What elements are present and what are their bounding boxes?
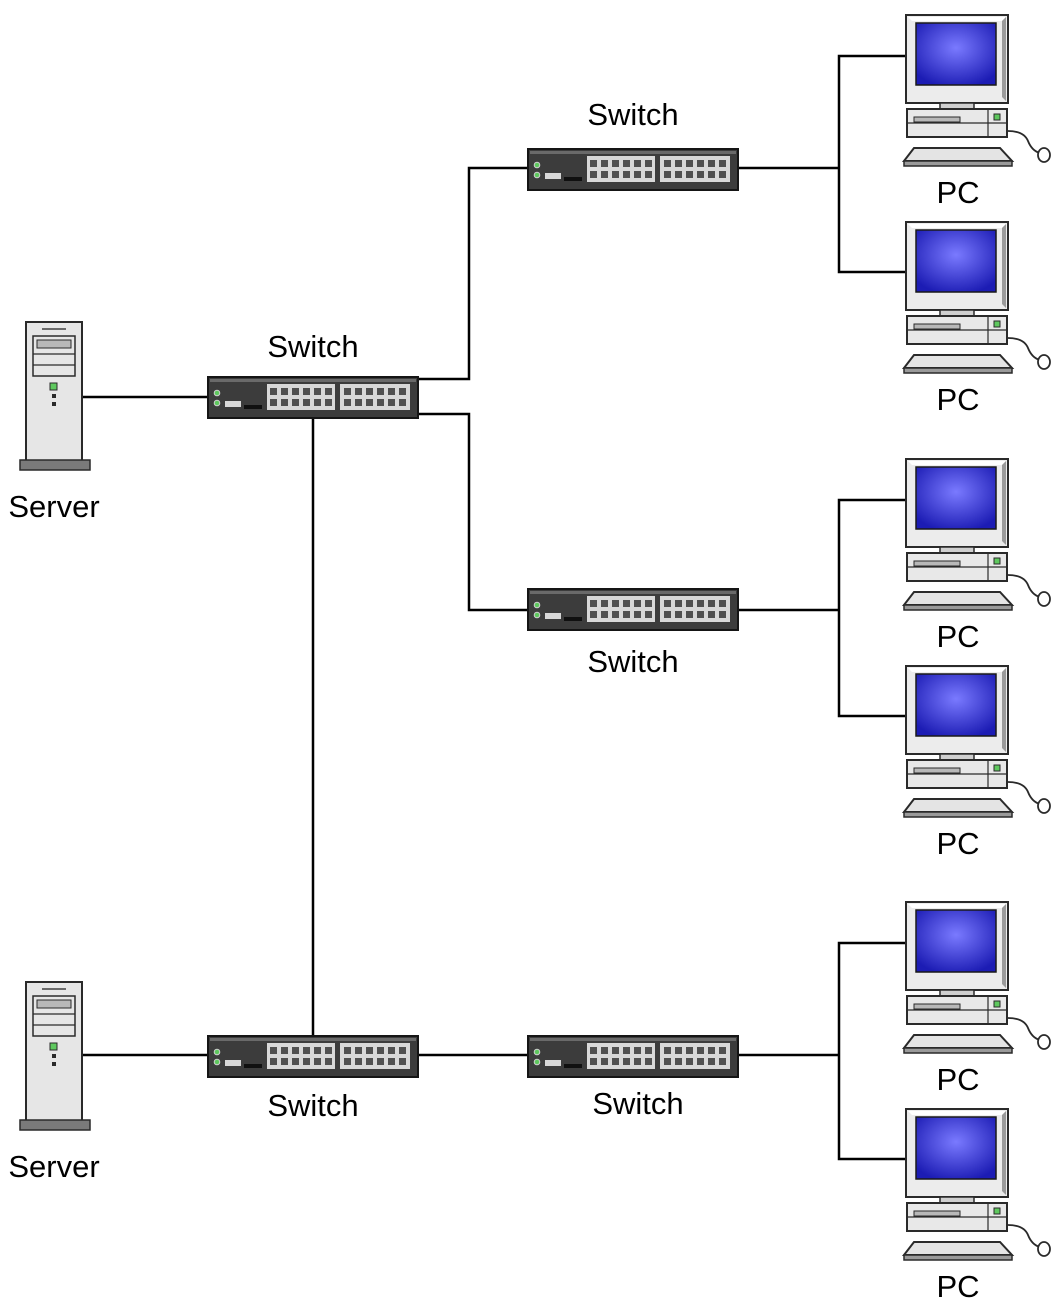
pc-icon: [903, 14, 1051, 167]
server-icon: [19, 981, 91, 1131]
pc-label: PC: [936, 382, 979, 417]
link-pc-branch-3: [837, 941, 906, 1161]
switch-icon: [207, 1035, 419, 1078]
pc-label: PC: [936, 175, 979, 210]
switch-icon: [527, 1035, 739, 1078]
pc-label: PC: [936, 826, 979, 861]
pc-icon: [903, 665, 1051, 818]
switch-icon: [207, 376, 419, 419]
pc-icon: [903, 1108, 1051, 1261]
server-label: Server: [8, 1149, 99, 1184]
switch-label: Switch: [592, 1086, 683, 1121]
link-core-to-top-switch: [417, 166, 528, 381]
switch-icon: [527, 148, 739, 191]
server-icon: [19, 321, 91, 471]
pc-icon: [903, 221, 1051, 374]
server-label: Server: [8, 489, 99, 524]
switch-label: Switch: [267, 1088, 358, 1123]
link-core-to-middle-switch: [417, 412, 528, 612]
link-pc-branch-1: [837, 54, 906, 274]
pc-label: PC: [936, 1269, 979, 1304]
switch-label: Switch: [267, 329, 358, 364]
pc-icon: [903, 458, 1051, 611]
connection-lines: [83, 54, 906, 1161]
pc-icon: [903, 901, 1051, 1054]
link-pc-branch-2: [837, 498, 906, 718]
switch-label: Switch: [587, 644, 678, 679]
pc-label: PC: [936, 619, 979, 654]
switch-icon: [527, 588, 739, 631]
pc-label: PC: [936, 1062, 979, 1097]
switch-label: Switch: [587, 97, 678, 132]
